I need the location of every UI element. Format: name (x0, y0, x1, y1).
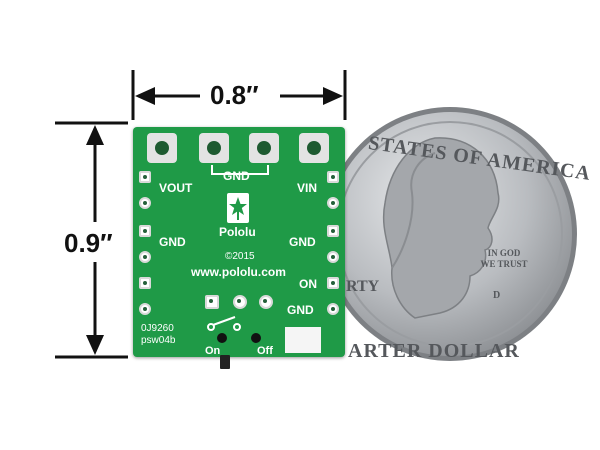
label-vout: VOUT (159, 181, 193, 195)
label-gnd-lower: GND (287, 303, 314, 317)
height-label: 0.9″ (64, 228, 113, 258)
pololu-switch-board: GND VOUT VIN GND GND ON GND Pololu ©2015… (133, 127, 345, 357)
coin-liberty: RTY (346, 278, 380, 295)
left-hole-2 (139, 197, 151, 209)
label-gnd-left: GND (159, 235, 186, 249)
right-hole-2 (327, 197, 339, 209)
top-pad-3 (249, 133, 279, 163)
left-hole-5 (139, 277, 151, 289)
off-button (251, 333, 261, 343)
coin-motto: IN GOD WE TRUST (480, 248, 528, 269)
right-hole-4 (327, 251, 339, 263)
label-vin: VIN (297, 181, 318, 195)
coin-mint-mark: D (493, 290, 501, 301)
left-hole-1 (139, 171, 151, 183)
switch-symbol (207, 316, 241, 331)
pololu-logo (227, 193, 249, 223)
left-hole-4 (139, 251, 151, 263)
label-on: ON (299, 277, 317, 291)
bottom-hole-1 (205, 295, 219, 309)
quarter-coin (320, 98, 580, 370)
quarter-coin-graphic (323, 107, 577, 361)
width-label: 0.8″ (210, 80, 259, 110)
white-marking-box (285, 327, 321, 353)
on-button (217, 333, 227, 343)
left-hole-3 (139, 225, 151, 237)
coin-bottom-text: ARTER DOLLAR (348, 340, 520, 362)
label-gnd-top: GND (223, 169, 250, 183)
right-hole-3 (327, 225, 339, 237)
left-hole-6 (139, 303, 151, 315)
label-part-number: 0J9260 (141, 323, 174, 334)
label-off-switch: Off (257, 345, 273, 357)
right-hole-6 (327, 303, 339, 315)
label-copyright: ©2015 (225, 251, 255, 262)
top-pad-2 (199, 133, 229, 163)
top-pad-1 (147, 133, 177, 163)
bottom-hole-3 (259, 295, 273, 309)
label-brand: Pololu (219, 225, 256, 239)
bottom-hole-2 (233, 295, 247, 309)
right-hole-1 (327, 171, 339, 183)
gnd-top-bracket (211, 165, 269, 175)
top-pad-4 (299, 133, 329, 163)
pololu-logo-icon (229, 197, 247, 220)
label-url: www.pololu.com (191, 265, 286, 279)
label-on-switch: On (205, 345, 221, 357)
slide-switch (220, 355, 230, 369)
right-hole-5 (327, 277, 339, 289)
label-gnd-right: GND (289, 235, 316, 249)
label-revision: psw04b (141, 335, 176, 346)
